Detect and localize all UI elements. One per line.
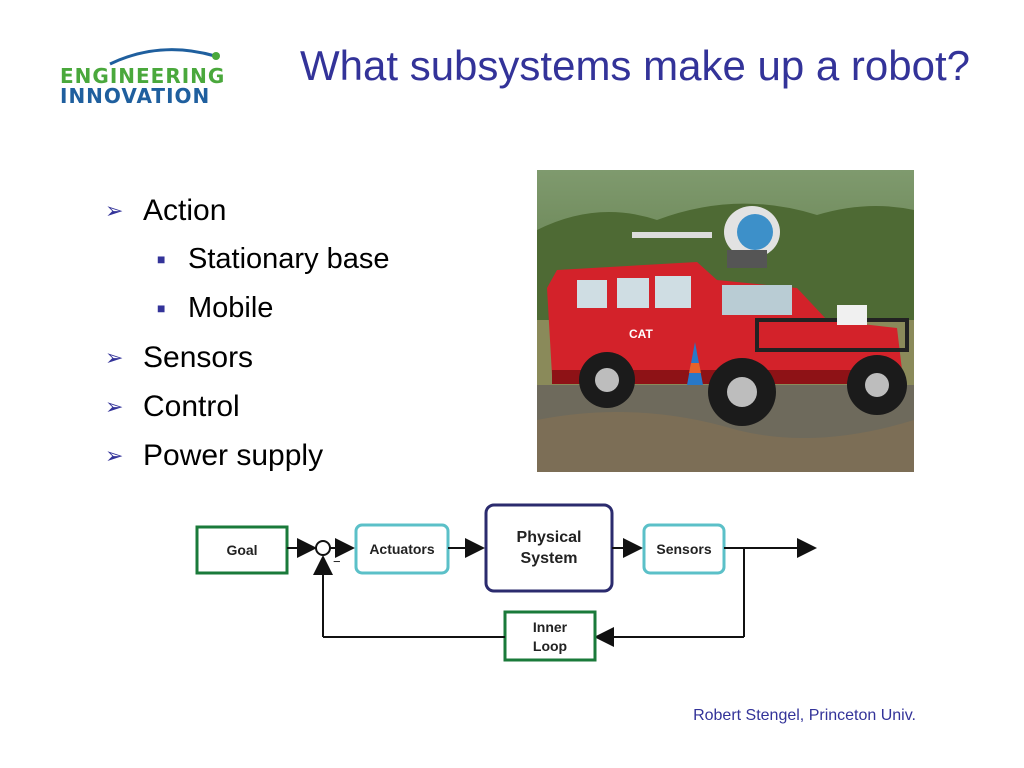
goal-block xyxy=(195,525,289,575)
logo-line-2: INNOVATION xyxy=(60,84,211,108)
minus-sign: − xyxy=(333,554,341,569)
bullet-item: ➢ Sensors xyxy=(105,333,525,382)
bullet-label: Control xyxy=(143,390,240,423)
physical-system-block xyxy=(484,503,614,593)
summing-junction xyxy=(315,540,331,556)
inner-loop-label-1: Inner xyxy=(533,619,568,635)
physical-system-label-2: System xyxy=(521,550,578,567)
logo-arc-icon xyxy=(109,48,220,66)
physical-system-label-1: Physical xyxy=(517,529,582,546)
robot-vehicle-photo: CAT xyxy=(537,170,914,472)
sub-bullet-item: ■ Mobile xyxy=(105,284,525,333)
bullet-item: ➢ Power supply xyxy=(105,431,525,480)
goal-label: Goal xyxy=(226,542,257,558)
arrow-bullet-icon: ➢ xyxy=(105,394,124,419)
bullet-list: ➢ Action ■ Stationary base ■ Mobile ➢ Se… xyxy=(105,186,525,480)
sub-bullet-label: Stationary base xyxy=(188,243,390,275)
bullet-label: Power supply xyxy=(143,439,324,472)
square-bullet-icon: ■ xyxy=(157,300,166,316)
actuators-label: Actuators xyxy=(369,541,435,557)
arrow-bullet-icon: ➢ xyxy=(105,345,124,370)
vehicle-logo-text: CAT xyxy=(629,327,653,341)
inner-loop-label-2: Loop xyxy=(533,638,567,654)
feedback-block-diagram: Goal − Actuators Physical System Sensors… xyxy=(170,500,830,670)
sub-bullet-label: Mobile xyxy=(188,292,274,324)
author-credit: Robert Stengel, Princeton Univ. xyxy=(693,707,916,724)
engineering-innovation-logo: ENGINEERING INNOVATION xyxy=(50,42,262,112)
bullet-item: ➢ Control xyxy=(105,382,525,431)
arrow-bullet-icon: ➢ xyxy=(105,443,124,468)
bullet-label: Action xyxy=(143,194,227,227)
bullet-item: ➢ Action xyxy=(105,186,525,235)
square-bullet-icon: ■ xyxy=(157,251,166,267)
sensors-label: Sensors xyxy=(656,541,711,557)
logo-line-1: ENGINEERING xyxy=(60,64,226,88)
bullet-label: Sensors xyxy=(143,341,254,374)
arrow-bullet-icon: ➢ xyxy=(105,198,124,223)
sub-bullet-item: ■ Stationary base xyxy=(105,235,525,284)
slide-title: What subsystems make up a robot? xyxy=(300,42,970,89)
